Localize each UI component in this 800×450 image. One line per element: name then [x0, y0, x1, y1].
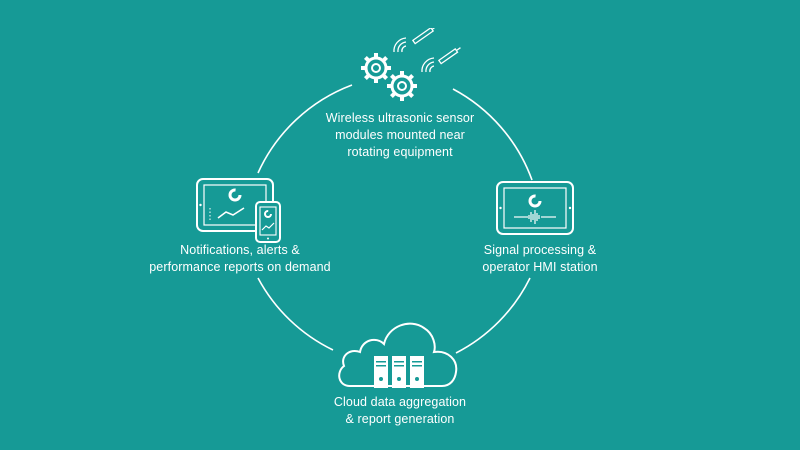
label-reports: Notifications, alerts & performance repo…: [130, 242, 350, 276]
gears-with-wireless-sensors-icon: [361, 28, 461, 101]
label-cloud-line-2: & report generation: [345, 412, 455, 426]
label-reports-line-1: Notifications, alerts &: [180, 243, 300, 257]
label-sensors-line-3: rotating equipment: [347, 145, 453, 159]
ring-arc-bottom-left: [257, 277, 334, 351]
label-sensors-line-2: modules mounted near: [335, 128, 465, 142]
label-cloud-line-1: Cloud data aggregation: [333, 395, 467, 409]
label-hmi-line-1: Signal processing &: [483, 243, 597, 257]
tablet-and-phone-charts-icon: [196, 178, 281, 243]
label-sensors: Wireless ultrasonic sensor modules mount…: [300, 110, 500, 161]
ring-arc-top-right: [452, 88, 533, 181]
cloud-servers-icon: [338, 322, 458, 388]
label-hmi-line-2: operator HMI station: [482, 260, 598, 274]
label-hmi: Signal processing & operator HMI station: [450, 242, 630, 276]
label-cloud: Cloud data aggregation & report generati…: [300, 394, 500, 428]
label-reports-line-2: performance reports on demand: [149, 260, 331, 274]
tablet-waveform-icon: [496, 181, 574, 235]
label-sensors-line-1: Wireless ultrasonic sensor: [325, 111, 475, 125]
ring-arc-bottom-right: [455, 277, 531, 354]
ring-arc-top-left: [257, 84, 353, 174]
